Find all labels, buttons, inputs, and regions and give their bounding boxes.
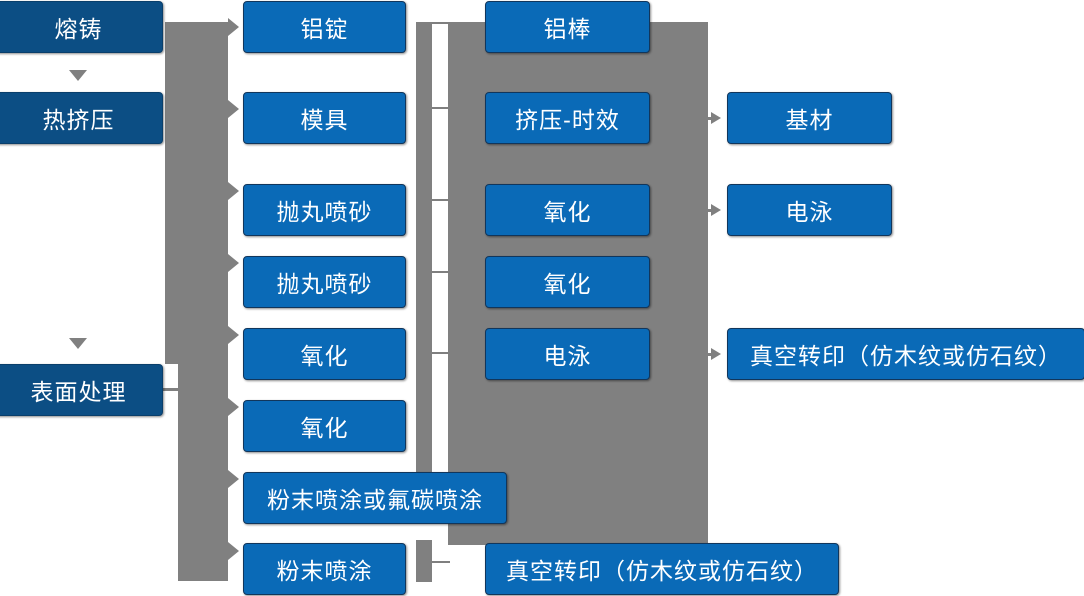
left-trunk-connector-lower bbox=[178, 364, 228, 581]
arrow-trunk-to-blasting-2 bbox=[228, 254, 239, 272]
arrow-to-electrophoresis bbox=[700, 203, 722, 217]
result-label-base-material: 基材 bbox=[785, 107, 834, 133]
stage-label-hot-extrusion: 热挤压 bbox=[42, 107, 115, 133]
arrow-trunk-to-powder-or-pvdf bbox=[228, 470, 239, 488]
arrow-trunk-to-powder-coating bbox=[228, 542, 239, 560]
result-box-base-material[interactable]: 基材 bbox=[727, 92, 892, 144]
detail-box-extrusion-aging[interactable]: 挤压-时效 bbox=[485, 92, 650, 144]
stage-label-melt-cast: 熔铸 bbox=[54, 16, 103, 42]
arrow-down-melt-to-extrusion bbox=[69, 70, 87, 81]
left-trunk-notch-bridge bbox=[163, 388, 185, 391]
detail-label-electrophoresis: 电泳 bbox=[543, 343, 592, 369]
detail-label-vacuum-transfer: 真空转印（仿木纹或仿石纹） bbox=[506, 558, 818, 584]
process-box-powder-coating[interactable]: 粉末喷涂 bbox=[243, 543, 406, 595]
arrow-trunk-to-ingot bbox=[228, 18, 239, 36]
process-box-shot-blasting-1[interactable]: 抛丸喷砂 bbox=[243, 184, 406, 236]
detail-label-oxidation-1: 氧化 bbox=[543, 199, 592, 225]
result-box-vacuum-transfer[interactable]: 真空转印（仿木纹或仿石纹） bbox=[727, 328, 1084, 380]
result-label-vacuum-transfer: 真空转印（仿木纹或仿石纹） bbox=[750, 343, 1062, 369]
arrow-to-vacuum-transfer bbox=[700, 347, 722, 361]
process-box-shot-blasting-2[interactable]: 抛丸喷砂 bbox=[243, 256, 406, 308]
left-trunk-connector bbox=[165, 22, 228, 364]
stage-label-surface-treatment: 表面处理 bbox=[30, 379, 127, 405]
arrow-down-extrusion-to-surface bbox=[69, 338, 87, 349]
process-box-oxidation-1[interactable]: 氧化 bbox=[243, 328, 406, 380]
process-label-oxidation-1: 氧化 bbox=[300, 343, 349, 369]
stub-connector-1 bbox=[432, 22, 450, 24]
result-label-electrophoresis: 电泳 bbox=[785, 199, 834, 225]
process-box-mold[interactable]: 模具 bbox=[243, 92, 406, 144]
stub-connector-3 bbox=[432, 199, 450, 201]
arrow-trunk-to-oxidation-1 bbox=[228, 326, 239, 344]
stub-connector-5 bbox=[432, 352, 450, 354]
detail-box-vacuum-transfer[interactable]: 真空转印（仿木纹或仿石纹） bbox=[485, 543, 839, 595]
stage-box-melt-cast[interactable]: 熔铸 bbox=[0, 1, 163, 53]
process-label-oxidation-2: 氧化 bbox=[300, 415, 349, 441]
arrow-to-base-material bbox=[700, 111, 722, 125]
process-box-powder-or-pvdf[interactable]: 粉末喷涂或氟碳喷涂 bbox=[243, 472, 507, 524]
process-label-mold: 模具 bbox=[300, 107, 349, 133]
process-label-aluminum-ingot: 铝锭 bbox=[300, 16, 349, 42]
process-label-powder-or-pvdf: 粉末喷涂或氟碳喷涂 bbox=[267, 487, 483, 513]
detail-label-aluminum-bar: 铝棒 bbox=[543, 16, 592, 42]
process-box-oxidation-2[interactable]: 氧化 bbox=[243, 400, 406, 452]
stub-connector-4 bbox=[432, 271, 450, 273]
stub-connector-2 bbox=[432, 107, 450, 109]
process-label-shot-blasting-1: 抛丸喷砂 bbox=[276, 199, 373, 225]
detail-box-electrophoresis[interactable]: 电泳 bbox=[485, 328, 650, 380]
stage-box-hot-extrusion[interactable]: 热挤压 bbox=[0, 92, 163, 144]
arrow-trunk-to-mold bbox=[228, 100, 239, 118]
stage-box-surface-treatment[interactable]: 表面处理 bbox=[0, 364, 163, 416]
result-box-electrophoresis[interactable]: 电泳 bbox=[727, 184, 892, 236]
stub-connector-6 bbox=[432, 561, 450, 563]
detail-box-aluminum-bar[interactable]: 铝棒 bbox=[485, 1, 650, 53]
middle-thin-bar-upper bbox=[416, 22, 432, 523]
arrow-trunk-to-blasting-1 bbox=[228, 182, 239, 200]
detail-box-oxidation-1[interactable]: 氧化 bbox=[485, 184, 650, 236]
middle-thin-bar-lower bbox=[416, 540, 432, 582]
detail-label-extrusion-aging: 挤压-时效 bbox=[515, 107, 620, 133]
detail-box-oxidation-2[interactable]: 氧化 bbox=[485, 256, 650, 308]
arrow-trunk-to-oxidation-2 bbox=[228, 398, 239, 416]
process-label-shot-blasting-2: 抛丸喷砂 bbox=[276, 271, 373, 297]
detail-label-oxidation-2: 氧化 bbox=[543, 271, 592, 297]
process-box-aluminum-ingot[interactable]: 铝锭 bbox=[243, 1, 406, 53]
process-label-powder-coating: 粉末喷涂 bbox=[276, 558, 373, 584]
